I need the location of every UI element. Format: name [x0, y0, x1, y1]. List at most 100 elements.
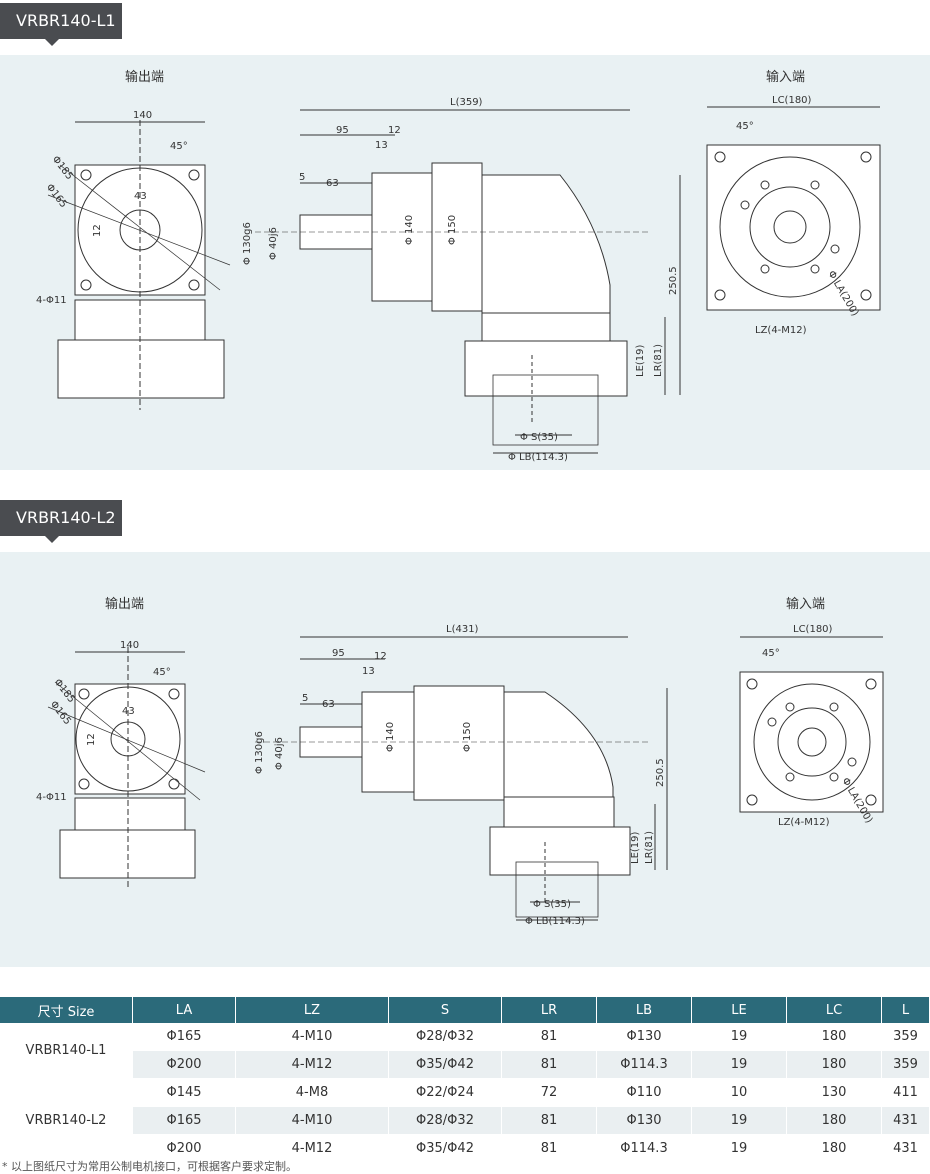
table-cell: 81: [501, 1106, 597, 1135]
dim-LB: Φ LB(114.3): [508, 452, 568, 463]
drawing-panel-1: 输出端 140 45° Φ185 Φ165 43 12 4-Φ11 L(359)…: [0, 55, 930, 470]
dim-phi165: Φ165: [44, 182, 69, 210]
output-end-label: 输出端: [105, 596, 144, 612]
dim-12v: 12: [92, 224, 103, 237]
model-cell: VRBR140-L2: [0, 1078, 133, 1163]
header-lc: LC: [786, 997, 882, 1023]
dim-S: Φ S(35): [520, 432, 558, 443]
dim-LB: Φ LB(114.3): [525, 916, 585, 927]
dim-95: 95: [332, 648, 345, 659]
table-cell: Φ22/Φ24: [388, 1078, 502, 1107]
header-l: L: [881, 997, 930, 1023]
table-cell: 10: [691, 1078, 787, 1107]
dim-13: 13: [375, 140, 388, 151]
footnote: * 以上图纸尺寸为常用公制电机接口，可根据客户要求定制。: [2, 1160, 297, 1173]
table-cell: 180: [786, 1106, 882, 1135]
dim-LR: LR(81): [653, 344, 664, 377]
table-cell: 4-M12: [235, 1050, 389, 1079]
dim-12v: 12: [86, 733, 97, 746]
table-cell: Φ35/Φ42: [388, 1050, 502, 1079]
table-row: VRBR140-L1 Φ165 4-M10 Φ28/Φ32 81 Φ130 19…: [0, 1023, 930, 1079]
dim-13: 13: [362, 666, 375, 677]
drawing-panel-2: 输出端 140 45° Φ185 Φ165 43 12 4-Φ11 L(431)…: [0, 552, 930, 967]
table-cell: 359: [881, 1050, 930, 1079]
table-cell: Φ165: [132, 1023, 236, 1051]
table-cell: 180: [786, 1023, 882, 1051]
dim-43: 43: [122, 706, 135, 717]
drawing-l2: 输出端 140 45° Φ185 Φ165 43 12 4-Φ11 L(431)…: [36, 596, 884, 927]
dim-4phi11: 4-Φ11: [36, 792, 67, 803]
table-cell: 130: [786, 1078, 882, 1107]
table-header-row: 尺寸 Size LA LZ S LR LB LE LC L: [0, 997, 930, 1023]
dim-LC: LC(180): [772, 95, 812, 106]
table-cell: 411: [881, 1078, 930, 1107]
table-cell: 359: [881, 1023, 930, 1051]
dim-45-input: 45°: [762, 648, 780, 659]
dim-63: 63: [322, 699, 335, 710]
table-cell: 4-M10: [235, 1106, 389, 1135]
header-size: 尺寸 Size: [0, 997, 133, 1023]
dim-phi140: Φ 140: [404, 215, 415, 245]
table-cell: 431: [881, 1134, 930, 1163]
table-row: Φ165 4-M10 Φ28/Φ32 81 Φ130 19 180 431: [0, 1106, 930, 1135]
dim-phi130: Φ 130g6: [254, 731, 265, 774]
dim-phi150: Φ 150: [447, 215, 458, 245]
dim-phi130: Φ 130g6: [242, 222, 253, 265]
table-cell: 19: [691, 1023, 787, 1051]
table-cell: 180: [786, 1134, 882, 1163]
input-end-label: 输入端: [786, 596, 825, 612]
dim-12: 12: [374, 651, 387, 662]
dim-LZ: LZ(4-M12): [778, 817, 830, 828]
table-cell: Φ145: [132, 1078, 236, 1107]
dim-5: 5: [302, 693, 308, 704]
dim-5: 5: [299, 172, 305, 183]
dim-63: 63: [326, 178, 339, 189]
dim-12: 12: [388, 125, 401, 136]
table-cell: Φ165: [132, 1106, 236, 1135]
dim-phi40: Φ 40j6: [274, 737, 285, 770]
model-tag-l2-label: VRBR140-L2: [16, 508, 116, 527]
dim-LR: LR(81): [644, 831, 655, 864]
header-la: LA: [132, 997, 236, 1023]
table-cell: Φ114.3: [596, 1050, 692, 1079]
dim-LE: LE(19): [630, 831, 641, 864]
dim-L: L(431): [446, 624, 479, 635]
dim-phi140: Φ 140: [385, 722, 396, 752]
table-cell: 81: [501, 1134, 597, 1163]
table-cell: 431: [881, 1106, 930, 1135]
table-cell: Φ114.3: [596, 1134, 692, 1163]
table-cell: 19: [691, 1134, 787, 1163]
dim-140: 140: [120, 640, 139, 651]
input-end-label: 输入端: [766, 69, 805, 85]
drawing-l1: 输出端 140 45° Φ185 Φ165 43 12 4-Φ11 L(359)…: [36, 69, 881, 463]
table-cell: Φ35/Φ42: [388, 1134, 502, 1163]
output-end-label: 输出端: [125, 69, 164, 85]
model-tag-l1-label: VRBR140-L1: [16, 11, 116, 30]
table-cell: 19: [691, 1050, 787, 1079]
dim-S: Φ S(35): [533, 899, 571, 910]
table-cell: Φ130: [596, 1106, 692, 1135]
dim-phi40: Φ 40j6: [268, 227, 279, 260]
dim-phi185: Φ185: [50, 154, 75, 182]
dim-43: 43: [134, 191, 147, 202]
header-le: LE: [691, 997, 787, 1023]
model-tag-l1: VRBR140-L1: [0, 3, 122, 46]
table-cell: 72: [501, 1078, 597, 1107]
spec-table: 尺寸 Size LA LZ S LR LB LE LC L VRBR140-L1…: [0, 997, 930, 1163]
header-s: S: [388, 997, 502, 1023]
dim-4phi11: 4-Φ11: [36, 295, 67, 306]
dim-LC: LC(180): [793, 624, 833, 635]
dim-45-input: 45°: [736, 121, 754, 132]
table-cell: Φ130: [596, 1023, 692, 1051]
table-cell: 4-M8: [235, 1078, 389, 1107]
dim-140: 140: [133, 110, 152, 121]
table-cell: 19: [691, 1106, 787, 1135]
table-row: VRBR140-L2 Φ145 4-M8 Φ22/Φ24 72 Φ110 10 …: [0, 1078, 930, 1163]
dim-phi150: Φ 150: [462, 722, 473, 752]
header-lb: LB: [596, 997, 692, 1023]
dim-LZ: LZ(4-M12): [755, 325, 807, 336]
dim-95: 95: [336, 125, 349, 136]
table-cell: 180: [786, 1050, 882, 1079]
table-cell: 81: [501, 1023, 597, 1051]
dim-250: 250.5: [668, 266, 679, 295]
